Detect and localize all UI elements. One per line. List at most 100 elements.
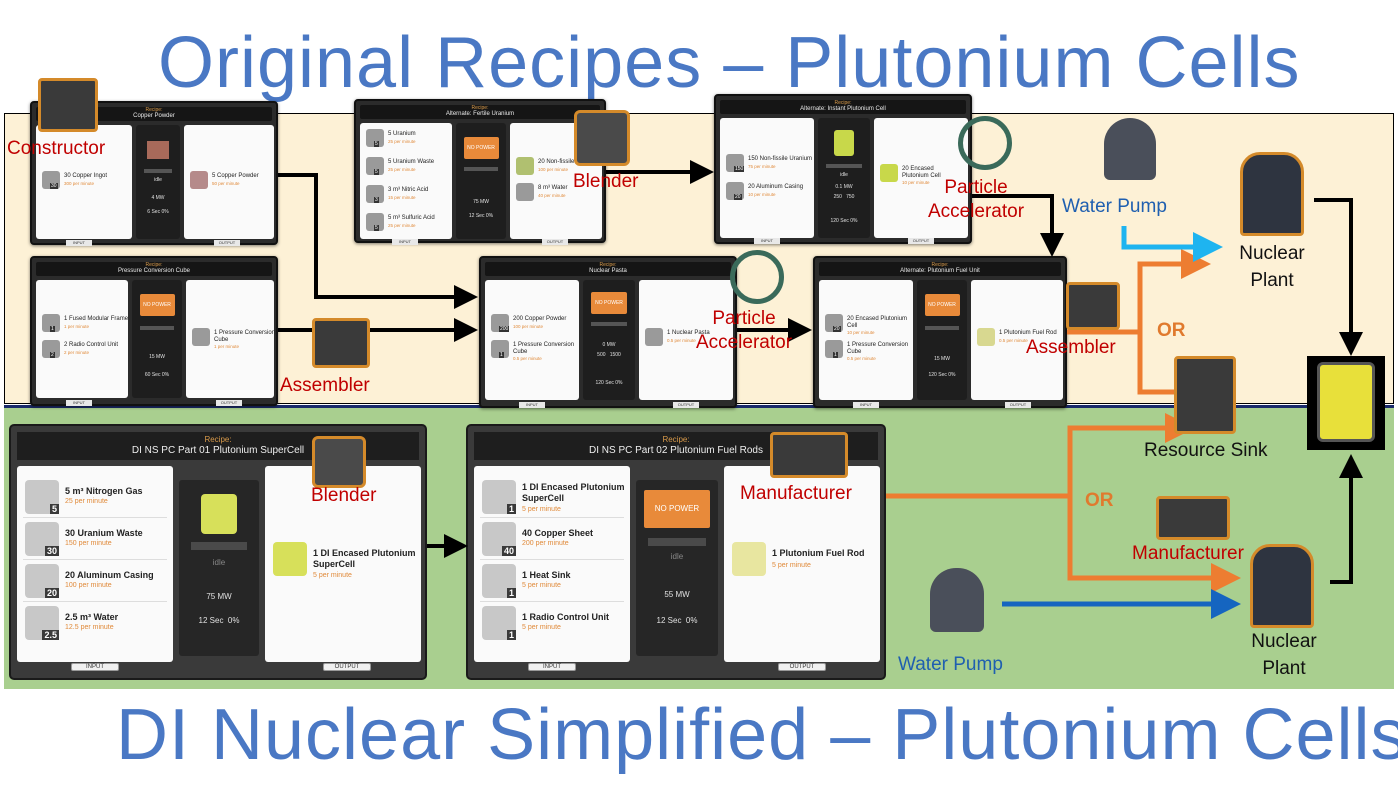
input-button[interactable]: INPUT (754, 238, 780, 244)
cycle-time: 60 Sec (144, 372, 161, 378)
constructor-icon (38, 78, 98, 132)
machine-panel: idle 4 MW 6 Sec 0% (136, 125, 180, 239)
recipe-card-plutonium-fuel-unit: Recipe:Alternate: Plutonium Fuel Unit 20… (813, 256, 1067, 408)
no-power-indicator: NO POWER (139, 294, 175, 316)
item-count: 150 (734, 166, 745, 172)
item-count: 1 (50, 326, 55, 332)
output-button[interactable]: OUTPUT (214, 240, 240, 246)
power-usage: 75 MW (473, 199, 489, 205)
item-rate: 0.5 per minute (667, 338, 696, 343)
efficiency: 0% (227, 616, 240, 625)
item-count: 1 (506, 630, 516, 640)
gauge-min: 250 (833, 194, 842, 200)
item-count: 5 (374, 225, 379, 231)
item-rate: 10 per minute (748, 192, 776, 197)
machine-status: idle (840, 172, 848, 178)
input-button[interactable]: INPUT (66, 240, 92, 246)
time-eff: 120 Sec 0% (917, 372, 967, 378)
arrow-waterpump-to-plant-top (1121, 226, 1223, 262)
recipe-card-fuel-rods: Recipe:DI NS PC Part 02 Plutonium Fuel R… (466, 424, 886, 680)
item-name: 8 m³ Water (538, 185, 568, 191)
arrow-instant-to-fuelunit (972, 194, 1064, 257)
gauge-min: 500 (597, 352, 606, 358)
output-button[interactable]: OUTPUT (323, 663, 371, 671)
input-button[interactable]: INPUT (519, 402, 545, 408)
output-button[interactable]: OUTPUT (673, 402, 699, 408)
input-button[interactable]: INPUT (853, 402, 879, 408)
item-rate: 25 per minute (388, 139, 416, 144)
nuclear-pasta-icon (645, 328, 663, 346)
item-count: 3 (374, 197, 379, 203)
output-button[interactable]: OUTPUT (1005, 402, 1031, 408)
copper-powder-icon (190, 171, 208, 189)
recipe-name: Nuclear Pasta (589, 268, 627, 274)
recipe-header: Recipe:Alternate: Plutonium Fuel Unit (819, 262, 1061, 276)
input-button[interactable]: INPUT (71, 663, 119, 671)
manufacturer-icon (770, 432, 848, 478)
plutonium-fuel-rod-icon (732, 542, 766, 576)
time-eff: 12 Sec 0% (179, 616, 259, 625)
recipe-card-instant-plutonium: Recipe:Alternate: Instant Plutonium Cell… (714, 94, 972, 244)
non-fissile-uranium-icon (516, 157, 534, 175)
cycle-time: 6 Sec (147, 209, 161, 215)
arrow-fuelunit-to-sink (1137, 332, 1205, 407)
plutonium-fuel-rod-icon (977, 328, 995, 346)
output-button[interactable]: OUTPUT (542, 239, 568, 245)
progress-bar (591, 322, 627, 326)
input-button[interactable]: INPUT (528, 663, 576, 671)
item-name: 3 m³ Nitric Acid (388, 187, 429, 193)
recipe-header: Recipe:Nuclear Pasta (485, 262, 731, 276)
item-rate: 200 per minute (522, 540, 569, 547)
or-label-top: OR (1157, 320, 1186, 341)
item-name: 1 DI Encased Plutonium SuperCell (313, 548, 416, 569)
recipe-label: Recipe: (599, 262, 617, 268)
power-usage: 75 MW (206, 592, 232, 601)
recipe-name: DI NS PC Part 02 Plutonium Fuel Rods (589, 445, 763, 456)
water-icon: 2.5 (25, 606, 59, 640)
supercell-icon: 1 (482, 480, 516, 514)
output-button[interactable]: OUTPUT (778, 663, 826, 671)
machine-panel: idle 0.1 MW 250 750 120 Sec 0% (818, 118, 870, 238)
item-count: 1 (499, 352, 504, 358)
output-button[interactable]: OUTPUT (216, 400, 242, 406)
copper-powder-icon (147, 141, 169, 159)
no-power-indicator: NO POWER (463, 137, 499, 159)
item-rate: 300 per minute (64, 181, 95, 186)
machine-panel: NO POWER 75 MW 12 Sec 0% (456, 123, 506, 239)
item-name: 30 Uranium Waste (65, 528, 143, 538)
time-eff: 120 Sec 0% (583, 380, 635, 386)
power-usage: 55 MW (664, 590, 690, 599)
power-gauge-range: 250 750 (818, 194, 870, 200)
input-button[interactable]: INPUT (392, 239, 418, 245)
recipe-label: Recipe: (145, 262, 163, 268)
item-rate: 100 per minute (65, 582, 112, 589)
efficiency: 0% (161, 372, 170, 378)
input-button[interactable]: INPUT (66, 400, 92, 406)
item-name: 1 DI Encased Plutonium SuperCell (522, 482, 625, 503)
output-button[interactable]: OUTPUT (908, 238, 934, 244)
machine-status: idle (212, 558, 226, 567)
